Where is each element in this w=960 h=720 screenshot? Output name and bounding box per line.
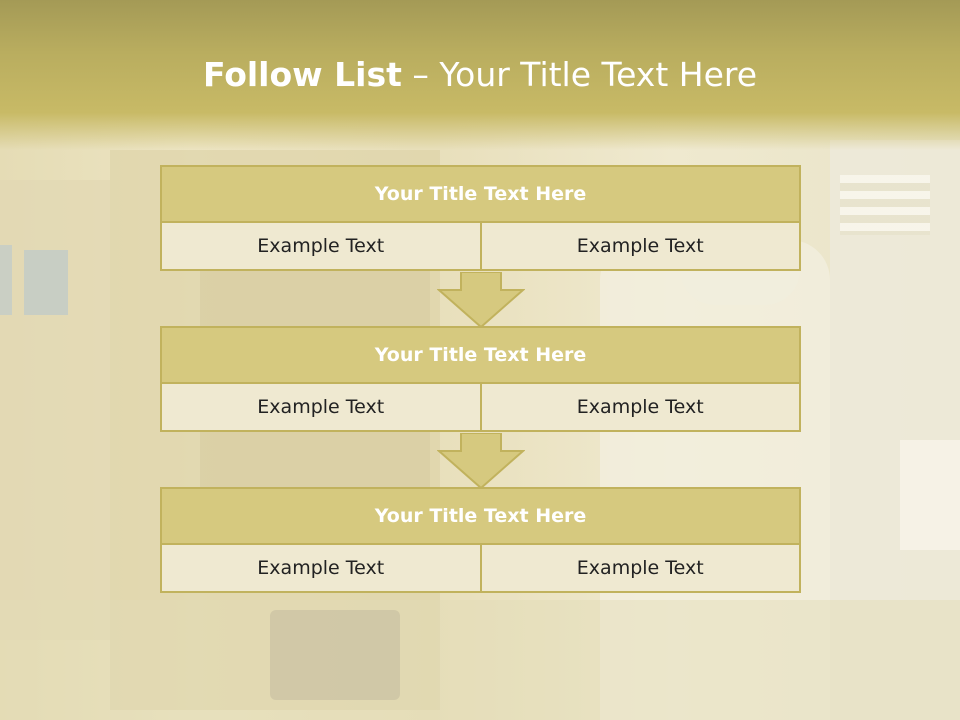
bg-equipment-left: [0, 180, 110, 640]
slide-title-rest: – Your Title Text Here: [401, 55, 758, 94]
slide-title: Follow List – Your Title Text Here: [0, 55, 960, 95]
block-title: Your Title Text Here: [160, 165, 801, 221]
arrow-down-icon: [437, 272, 525, 328]
block-cell: Example Text: [257, 235, 385, 257]
arrow-down-icon: [437, 433, 525, 489]
bg-technician: [600, 240, 830, 720]
bg-ceiling-lights: [840, 175, 930, 235]
bg-window: [0, 245, 12, 315]
bg-wall: [830, 140, 960, 720]
slide-title-bold: Follow List: [202, 55, 402, 94]
bg-floor: [0, 600, 960, 720]
list-block: Your Title Text Here Example Text Exampl…: [160, 326, 801, 432]
block-title: Your Title Text Here: [160, 487, 801, 543]
bg-machine-part: [270, 610, 400, 700]
block-row: Example Text Example Text: [160, 543, 801, 593]
block-row: Example Text Example Text: [160, 382, 801, 432]
list-block: Your Title Text Here Example Text Exampl…: [160, 165, 801, 271]
block-row: Example Text Example Text: [160, 221, 801, 271]
title-band: [0, 0, 960, 150]
bg-window: [24, 250, 68, 315]
block-title: Your Title Text Here: [160, 326, 801, 382]
block-cell: Example Text: [257, 557, 385, 579]
block-cell: Example Text: [479, 223, 800, 269]
bg-boxes: [900, 440, 960, 550]
block-cell: Example Text: [479, 384, 800, 430]
list-block: Your Title Text Here Example Text Exampl…: [160, 487, 801, 593]
block-cell: Example Text: [257, 396, 385, 418]
block-cell: Example Text: [479, 545, 800, 591]
